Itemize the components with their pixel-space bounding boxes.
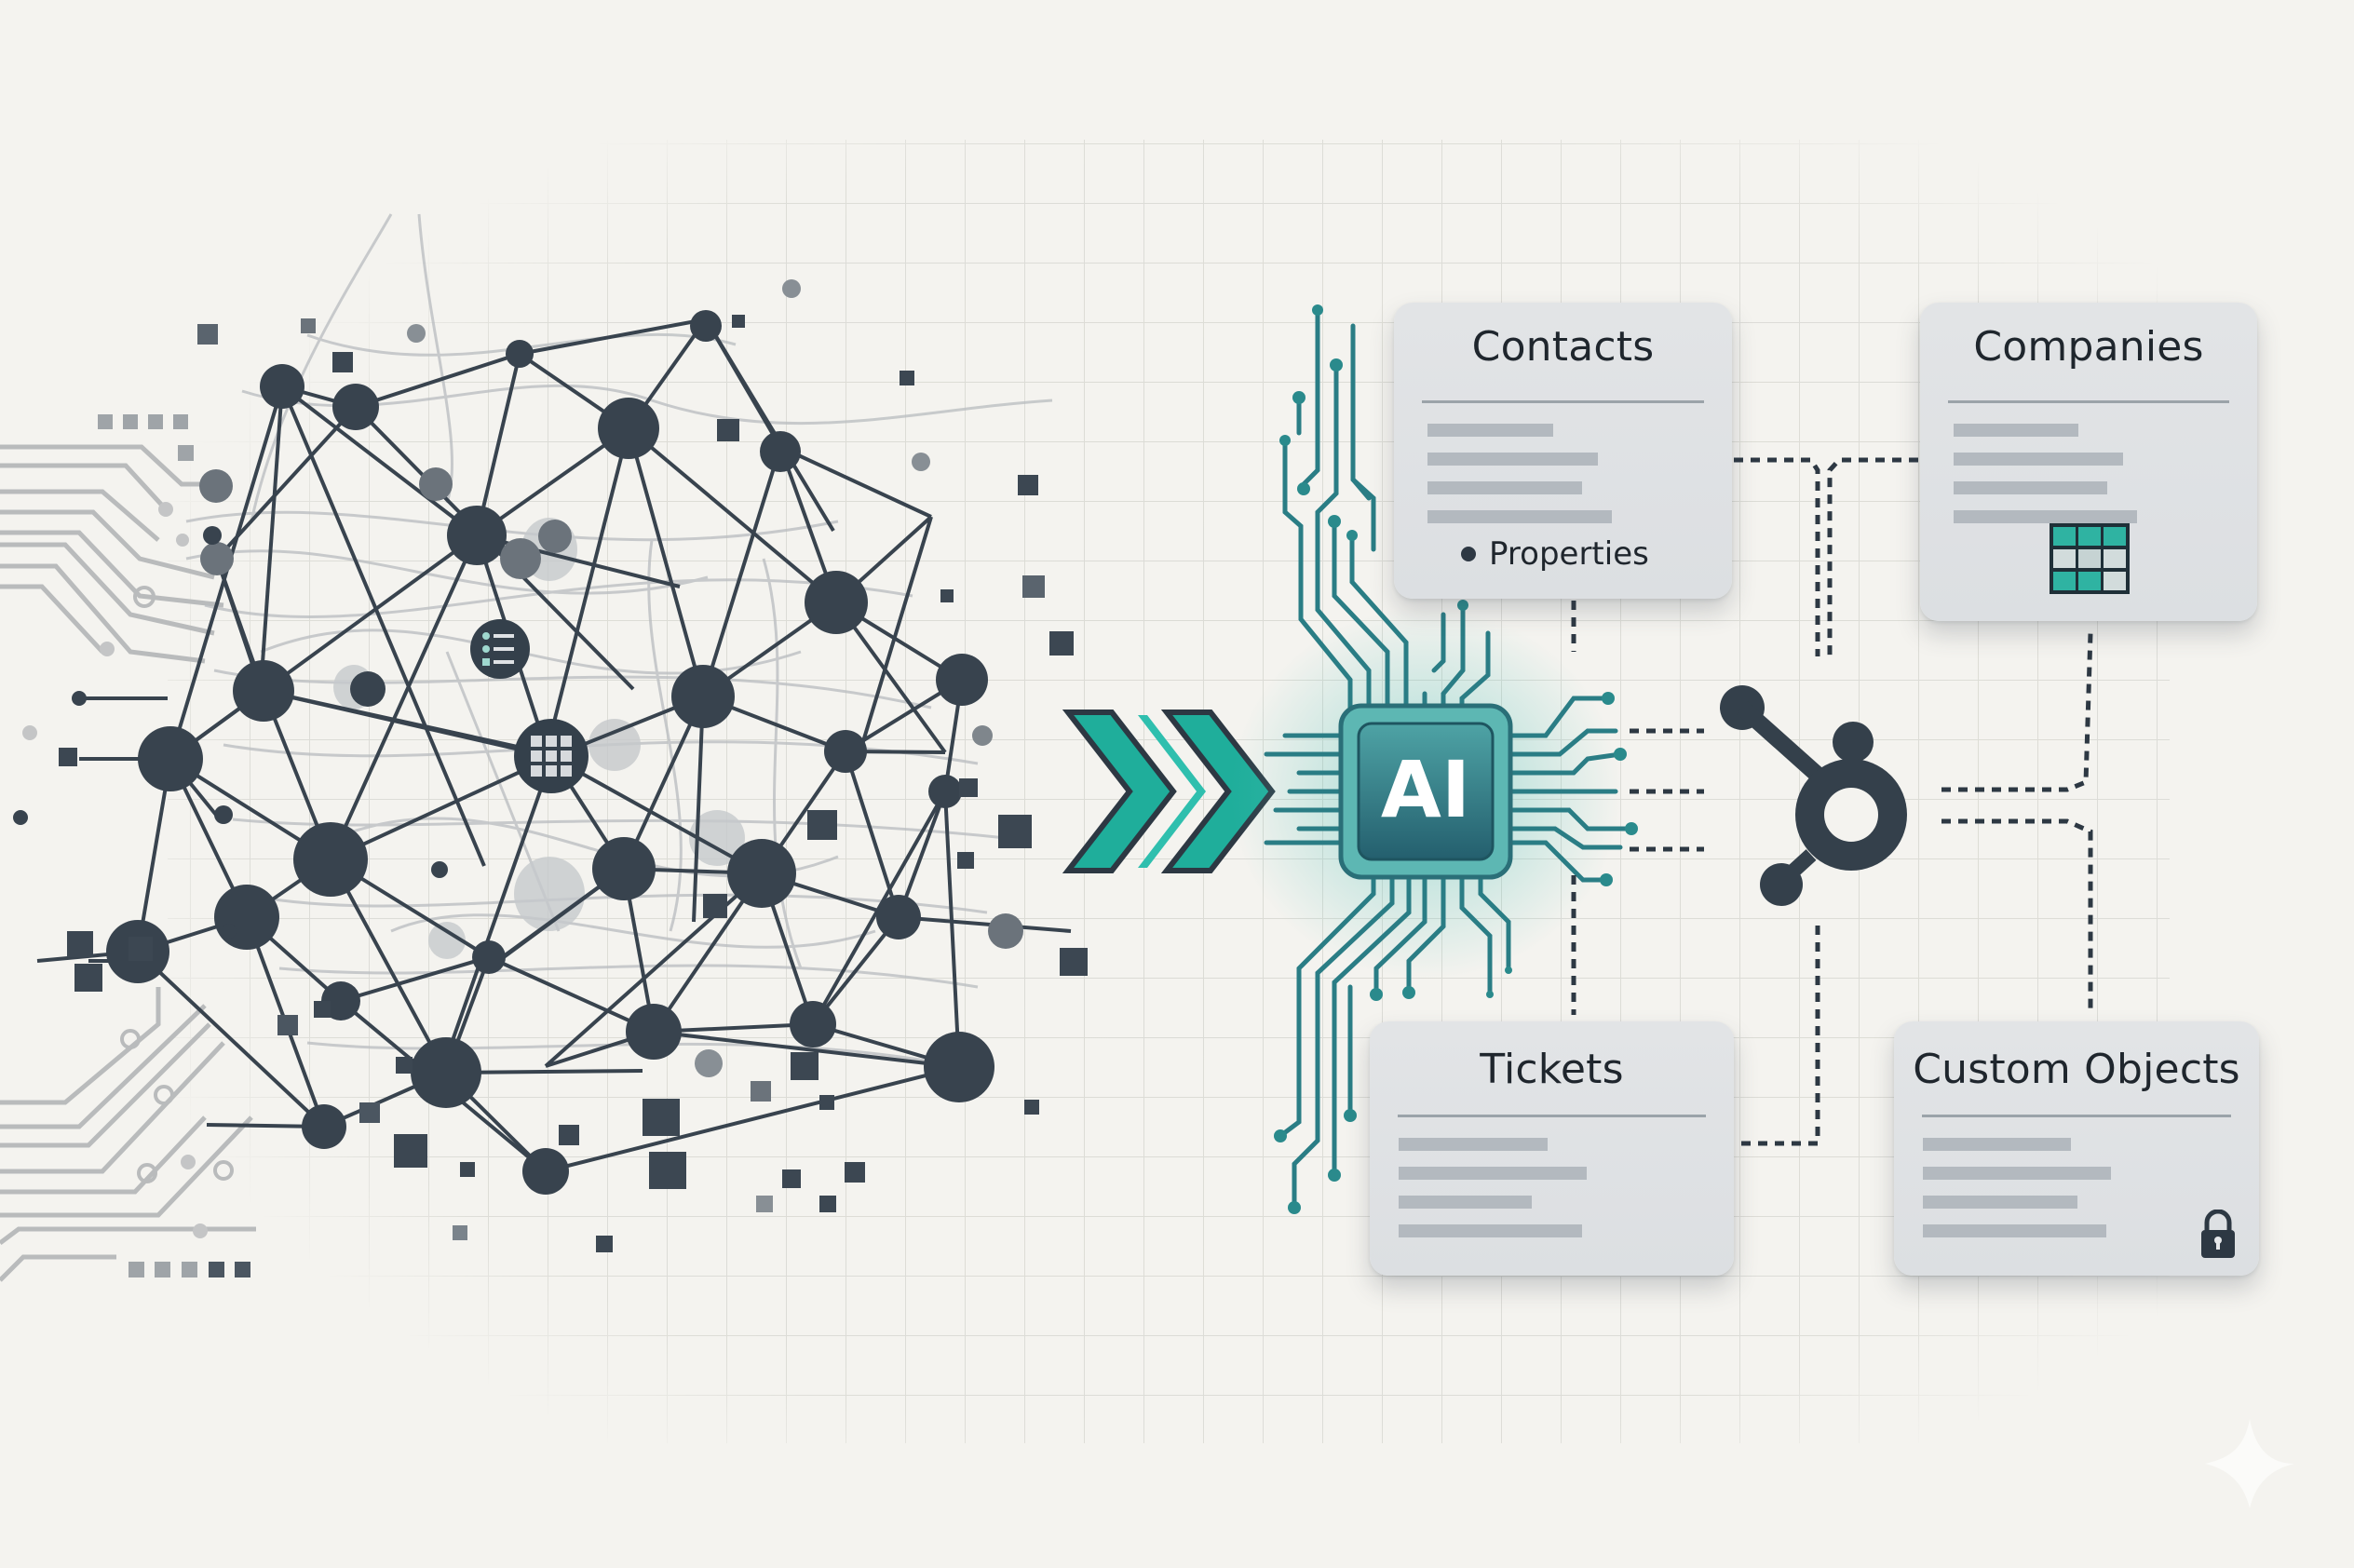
placeholder-line: [1923, 1196, 2077, 1209]
chip-circuit-traces: [1264, 309, 1634, 1209]
placeholder-line: [1954, 510, 2137, 523]
hubspot-sprocket-icon: [1720, 685, 1907, 906]
list-node: [470, 619, 530, 679]
placeholder-line: [1427, 453, 1598, 466]
left-pixel-squares: [98, 414, 250, 1277]
placeholder-line: [1923, 1138, 2071, 1151]
left-circuit-traces: [0, 444, 256, 1282]
properties-bullet: Properties: [1461, 535, 1649, 573]
placeholder-line: [1954, 424, 2078, 437]
card-title: Tickets: [1480, 1046, 1624, 1093]
network-squares: [59, 315, 1088, 1252]
placeholder-line: [1399, 1224, 1582, 1237]
properties-label: Properties: [1489, 535, 1649, 573]
chip-circuit-pads: [1274, 304, 1638, 1214]
card-title: Contacts: [1471, 323, 1655, 371]
placeholder-line: [1923, 1224, 2106, 1237]
placeholder-line: [1427, 424, 1553, 437]
card-title: Custom Objects: [1913, 1046, 2240, 1093]
lock-icon: [2201, 1210, 2235, 1258]
placeholder-line: [1399, 1196, 1532, 1209]
placeholder-line: [1954, 453, 2123, 466]
ai-chip-label: AI: [1380, 744, 1471, 835]
card-contacts[interactable]: Contacts Properties: [1394, 303, 1732, 599]
ai-chip-icon: [1338, 703, 1513, 880]
placeholder-line: [1399, 1167, 1587, 1180]
placeholder-line: [1399, 1138, 1548, 1151]
divider: [1922, 1115, 2231, 1117]
divider: [1422, 400, 1704, 403]
bullet-dot-icon: [1461, 547, 1476, 561]
sparkle-icon: [2205, 1419, 2294, 1508]
card-custom-objects[interactable]: Custom Objects: [1894, 1021, 2259, 1276]
dotted-connectors: [1571, 457, 2093, 1146]
card-companies[interactable]: Companies: [1920, 303, 2257, 621]
network-nodes: [13, 279, 1023, 1195]
table-grid-icon: [2050, 523, 2130, 594]
placeholder-line: [1954, 481, 2107, 494]
divider: [1948, 400, 2229, 403]
placeholder-line: [1427, 510, 1612, 523]
card-tickets[interactable]: Tickets: [1370, 1021, 1734, 1276]
card-title: Companies: [1973, 323, 2204, 371]
placeholder-line: [1427, 481, 1582, 494]
placeholder-line: [1923, 1167, 2111, 1180]
left-circuit-pads: [22, 502, 208, 1238]
grid-table-node: [514, 719, 588, 793]
divider: [1398, 1115, 1706, 1117]
